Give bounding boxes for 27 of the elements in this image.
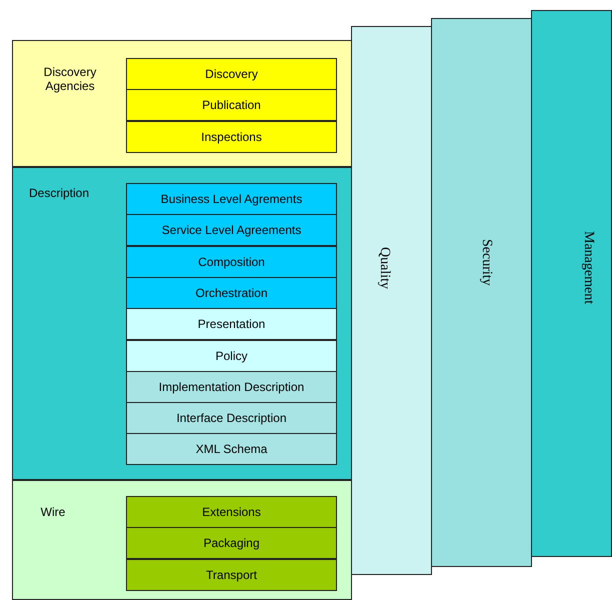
layer-box: Interface Description (126, 402, 337, 434)
layer-box: Presentation (126, 308, 337, 340)
layer-band (12, 40, 352, 167)
panel-title: Quality (376, 247, 392, 289)
panel-title: Security (478, 239, 494, 286)
layer-box: Composition (126, 246, 337, 278)
layer-band (12, 167, 352, 480)
panel-title: Management (580, 231, 596, 304)
layer-box: Transport (126, 558, 337, 591)
layer-panel (351, 26, 432, 575)
layer-box: Publication (126, 89, 337, 122)
layer-panel (431, 18, 532, 567)
layer-band (12, 480, 352, 600)
layer-box: Implementation Description (126, 370, 337, 403)
layer-box: Extensions (126, 496, 337, 528)
layer-box: Orchestration (126, 276, 337, 309)
layer-box: Business Level Agrements (126, 183, 337, 215)
layer-panel (531, 10, 612, 557)
band-title: Description (28, 186, 90, 200)
layer-box: Discovery (126, 58, 337, 90)
layer-box: Policy (126, 340, 337, 372)
band-title: Discovery Agencies (42, 65, 98, 93)
band-title: Wire (40, 505, 66, 519)
layer-box: Packaging (126, 527, 337, 560)
layer-box: XML Schema (126, 433, 337, 466)
layer-box: Service Level Agreements (126, 214, 337, 246)
layer-box: Inspections (126, 120, 337, 153)
